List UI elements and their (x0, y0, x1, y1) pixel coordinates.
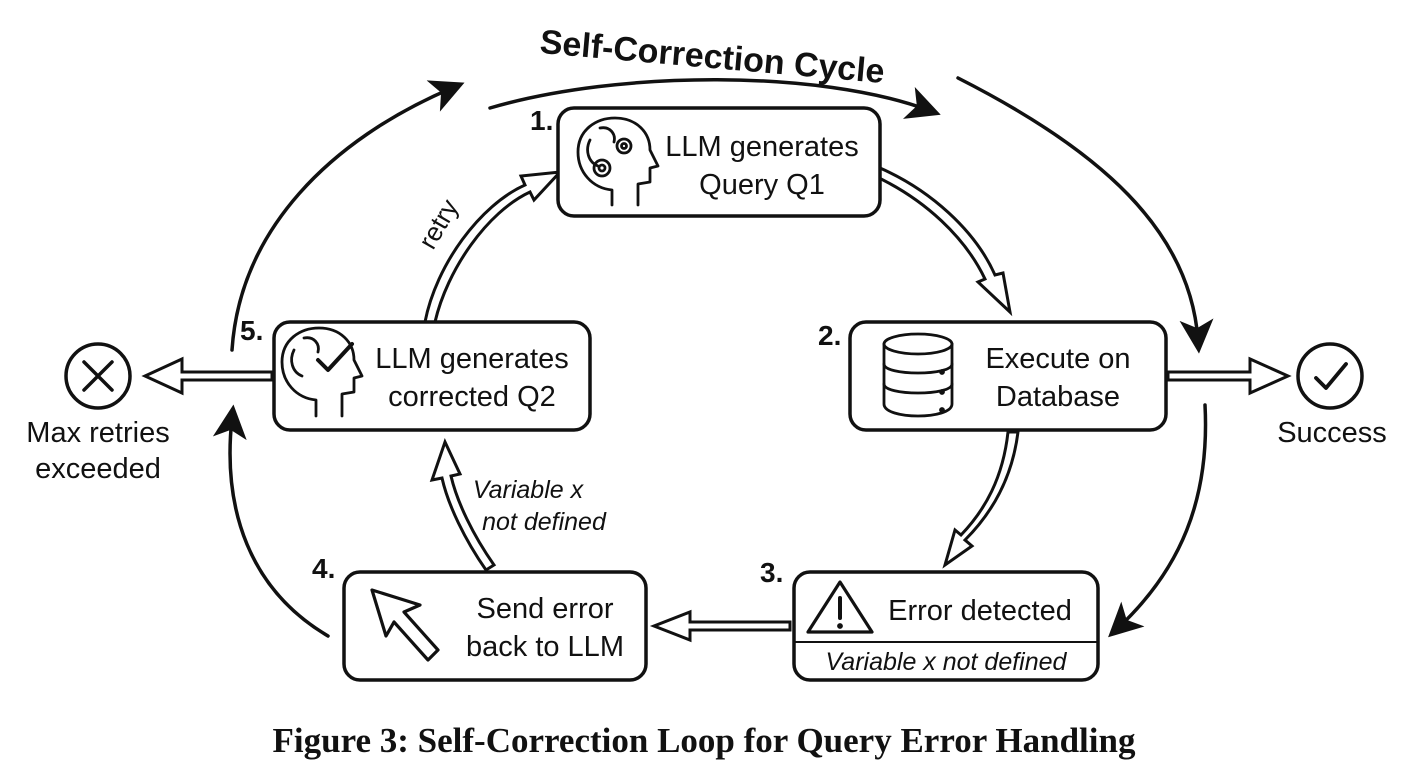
success-label: Success (1277, 417, 1387, 449)
cursor-arrow-icon (370, 588, 440, 662)
arrow-s5-to-fail (141, 356, 274, 396)
database-icon (882, 332, 954, 418)
fail-label-line2: exceeded (35, 453, 161, 485)
fail-outcome: Max retries exceeded (26, 342, 170, 485)
fail-label-line1: Max retries (26, 417, 169, 449)
retry-label: retry (412, 194, 464, 254)
step-5-line1: LLM generates (375, 343, 568, 375)
step-1-line1: LLM generates (665, 131, 858, 163)
step-4-box: 4. Send error back to LLM (312, 553, 648, 682)
arc-top (488, 78, 941, 119)
warning-icon (806, 580, 874, 634)
x-circle-icon (64, 342, 132, 410)
arrow-s5-to-s1-retry (423, 170, 564, 324)
step-3-line1: Error detected (888, 595, 1072, 627)
step-3-box: 3. Error detected Variable x not defined (760, 557, 1100, 682)
arrow-s3-to-s4 (649, 609, 792, 643)
error-label-line1: Variable x (473, 476, 585, 504)
step-3-sub: Variable x not defined (826, 648, 1068, 676)
step-4-line2: back to LLM (466, 631, 624, 663)
arc-bottom-left (212, 404, 330, 638)
step-5-number: 5. (240, 315, 263, 346)
arrow-s1-to-s2 (875, 165, 1013, 317)
arrow-s2-to-success (1166, 356, 1292, 396)
step-1-box: 1. LLM generates Query Q1 (530, 105, 882, 218)
arc-bottom-right (1108, 403, 1208, 638)
arc-top-left (230, 80, 465, 352)
step-2-line2: Database (996, 381, 1120, 413)
arc-top-right (956, 76, 1214, 354)
step-5-line2: corrected Q2 (388, 381, 556, 413)
error-label-line2: not defined (482, 508, 607, 536)
step-1-number: 1. (530, 105, 553, 136)
arrow-s2-to-s3 (942, 430, 1020, 569)
brain-check-icon (280, 326, 364, 418)
step-2-line1: Execute on (985, 343, 1130, 375)
step-4-number: 4. (312, 553, 335, 584)
step-2-box: 2. Execute on Database (818, 320, 1168, 432)
arrow-s4-to-s5 (429, 438, 497, 573)
success-outcome: Success (1277, 342, 1387, 449)
check-circle-icon (1296, 342, 1364, 410)
step-4-line1: Send error (476, 593, 613, 625)
step-1-line2: Query Q1 (699, 169, 825, 201)
step-3-number: 3. (760, 557, 783, 588)
brain-gears-icon (576, 116, 660, 207)
step-5-box: 5. LLM generates corrected Q2 (240, 315, 592, 432)
step-2-number: 2. (818, 320, 841, 351)
figure-caption: Figure 3: Self-Correction Loop for Query… (273, 721, 1136, 760)
